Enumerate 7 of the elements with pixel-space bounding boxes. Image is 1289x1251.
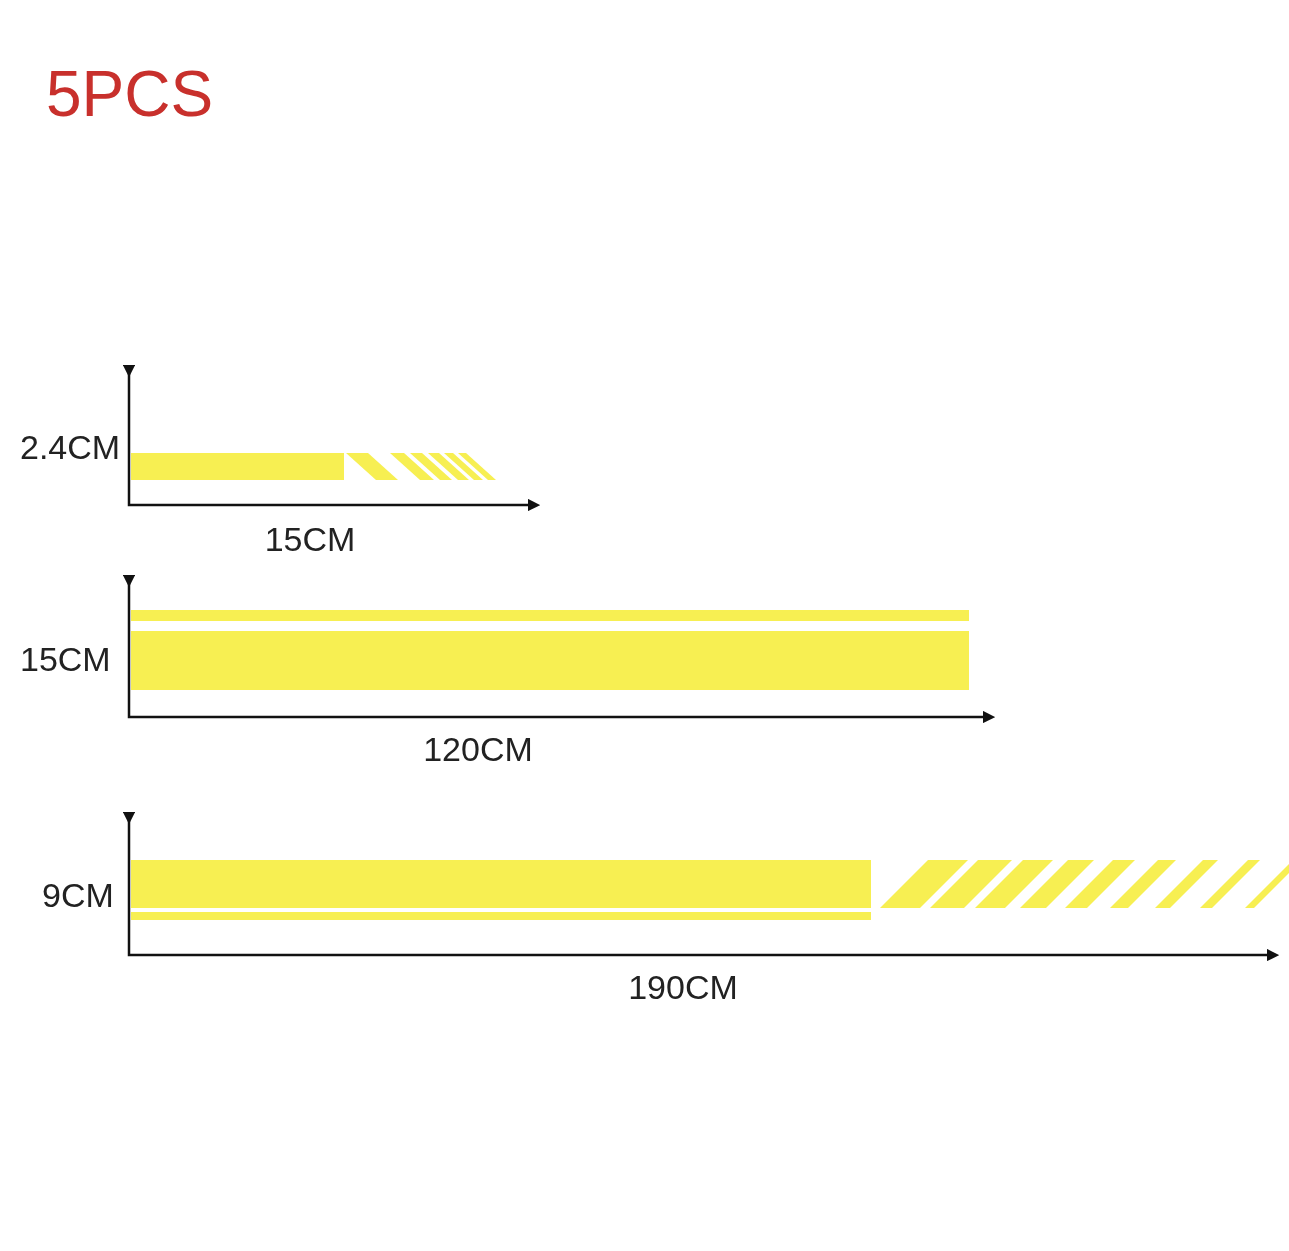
title: 5PCS — [46, 62, 214, 126]
dimension-label: 190CM — [628, 970, 738, 1004]
dimension-label: 15CM — [20, 642, 111, 676]
dimension-label: 2.4CM — [20, 430, 121, 464]
dimension-label: 15CM — [264, 522, 356, 556]
dimension-label: 120CM — [423, 732, 533, 766]
dimension-label: 9CM — [42, 878, 114, 912]
